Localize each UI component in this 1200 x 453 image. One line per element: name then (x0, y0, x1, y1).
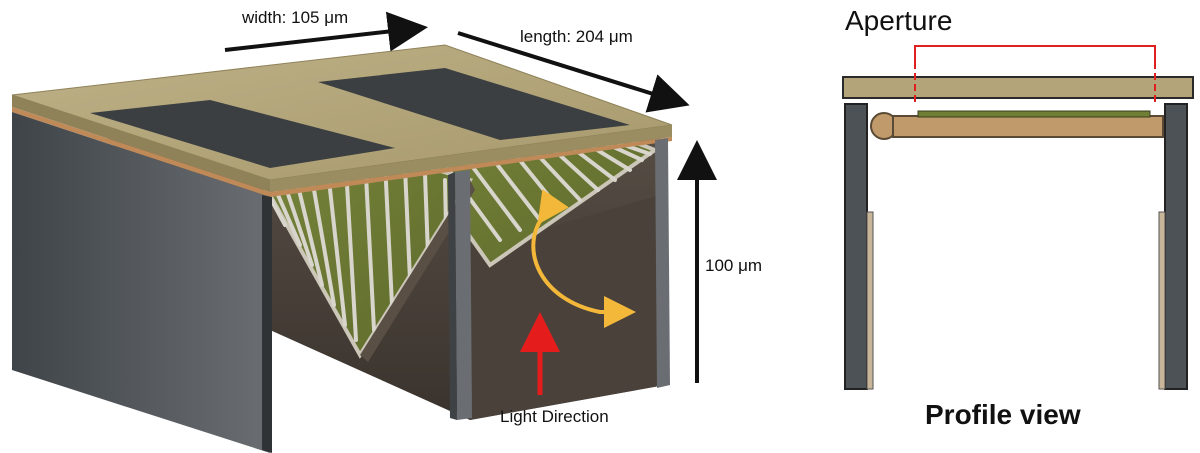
profile-view: Aperture Profile view (842, 5, 1194, 430)
profile-right-wall (1164, 103, 1188, 390)
length-arrow (457, 31, 690, 113)
right-wall-edge (655, 138, 670, 388)
center-wall (455, 170, 472, 420)
top-frame (11, 44, 673, 197)
height-label: 100 μm (705, 256, 762, 275)
light-direction-label: Light Direction (500, 407, 609, 426)
length-label: length: 204 μm (520, 27, 633, 46)
device-3d (11, 44, 673, 453)
profile-left-wall (844, 103, 868, 390)
width-arrow (224, 11, 428, 52)
width-label: width: 105 μm (241, 8, 348, 27)
rotation-arrow (531, 189, 636, 328)
left-wall (12, 112, 270, 453)
profile-view-title: Profile view (925, 399, 1081, 430)
profile-shutter-film (917, 110, 1151, 118)
aperture-label: Aperture (845, 5, 952, 36)
profile-top-plate (842, 76, 1194, 99)
profile-shutter (892, 115, 1164, 138)
aperture-bracket (914, 45, 1156, 62)
